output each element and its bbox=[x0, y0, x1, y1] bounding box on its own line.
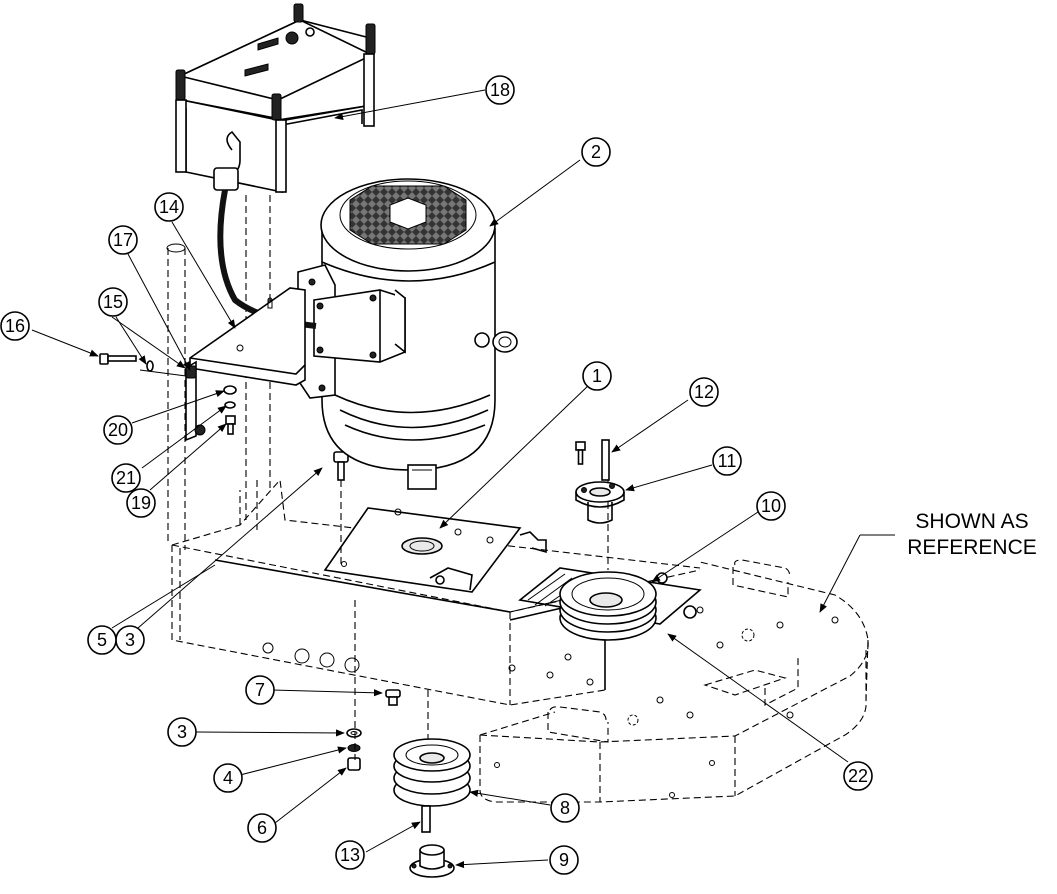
washers-20-21 bbox=[223, 385, 237, 409]
svg-text:3: 3 bbox=[125, 630, 135, 650]
washer-15 bbox=[139, 360, 187, 377]
svg-text:20: 20 bbox=[108, 420, 128, 440]
svg-text:2: 2 bbox=[591, 142, 601, 162]
callout-9: 9 bbox=[549, 845, 579, 875]
taper-bushing-11 bbox=[575, 481, 625, 524]
svg-text:10: 10 bbox=[761, 496, 781, 516]
pulley-8 bbox=[393, 738, 471, 807]
callout-6: 6 bbox=[247, 813, 277, 843]
bushing-9 bbox=[409, 844, 455, 878]
reference-note: SHOWN AS REFERENCE bbox=[907, 510, 1037, 559]
callout-21: 21 bbox=[111, 463, 141, 493]
lower-washer-3 bbox=[346, 728, 362, 738]
svg-text:21: 21 bbox=[116, 468, 136, 488]
callout-2: 2 bbox=[581, 137, 611, 167]
lock-washer-4 bbox=[347, 744, 361, 752]
hex-nut-6 bbox=[347, 757, 361, 771]
callout-4: 4 bbox=[213, 763, 243, 793]
motor-mount-plate bbox=[323, 507, 547, 593]
lower-bolt-7 bbox=[385, 689, 401, 706]
svg-text:3: 3 bbox=[177, 722, 187, 742]
callout-18: 18 bbox=[485, 75, 515, 105]
control-bracket bbox=[185, 287, 306, 442]
svg-text:4: 4 bbox=[223, 768, 233, 788]
callout-16: 16 bbox=[0, 311, 30, 341]
svg-text:6: 6 bbox=[257, 818, 267, 838]
key-13 bbox=[421, 805, 431, 833]
svg-text:18: 18 bbox=[490, 80, 510, 100]
reference-note-line-2: REFERENCE bbox=[907, 536, 1037, 559]
svg-text:15: 15 bbox=[103, 292, 123, 312]
svg-text:12: 12 bbox=[694, 382, 714, 402]
svg-text:7: 7 bbox=[255, 680, 265, 700]
callout-1: 1 bbox=[582, 361, 612, 391]
callout-8: 8 bbox=[550, 793, 580, 823]
svg-text:16: 16 bbox=[5, 316, 25, 336]
svg-text:14: 14 bbox=[159, 197, 179, 217]
callout-14: 14 bbox=[154, 192, 184, 222]
svg-text:13: 13 bbox=[340, 845, 360, 865]
callout-17: 17 bbox=[108, 225, 138, 255]
small-nut bbox=[656, 572, 697, 619]
reference-deck bbox=[479, 559, 869, 803]
bushing-bolt bbox=[575, 441, 586, 465]
svg-text:9: 9 bbox=[559, 850, 569, 870]
leader-lines bbox=[31, 89, 895, 869]
motor-junction-box bbox=[313, 289, 406, 363]
svg-text:1: 1 bbox=[592, 366, 602, 386]
drive-pulley-10 bbox=[559, 480, 657, 641]
callout-12: 12 bbox=[689, 377, 719, 407]
callout-3-frame: 3 bbox=[115, 625, 145, 655]
svg-text:8: 8 bbox=[560, 798, 570, 818]
svg-text:22: 22 bbox=[848, 766, 868, 786]
svg-text:19: 19 bbox=[131, 493, 151, 513]
callout-7: 7 bbox=[245, 675, 275, 705]
nut-17 bbox=[185, 365, 197, 379]
callout-13: 13 bbox=[335, 840, 365, 870]
mount-bolt bbox=[333, 451, 349, 565]
control-box bbox=[175, 3, 376, 193]
shaft-key-12 bbox=[601, 439, 610, 481]
svg-text:17: 17 bbox=[113, 230, 133, 250]
callout-3-lower: 3 bbox=[167, 717, 197, 747]
callout-10: 10 bbox=[756, 491, 786, 521]
callout-22: 22 bbox=[843, 761, 873, 791]
callout-5: 5 bbox=[87, 625, 117, 655]
bolt-19 bbox=[194, 415, 236, 436]
callout-15: 15 bbox=[98, 287, 128, 317]
bolt-16 bbox=[99, 353, 137, 365]
callout-19: 19 bbox=[126, 488, 156, 518]
callout-bubbles: 1 2 3 3 4 5 6 7 8 9 10 11 12 13 14 15 16… bbox=[0, 75, 873, 875]
callout-20: 20 bbox=[103, 415, 133, 445]
callout-11: 11 bbox=[712, 446, 742, 476]
svg-text:11: 11 bbox=[718, 451, 737, 471]
reference-note-line-1: SHOWN AS bbox=[915, 510, 1028, 533]
svg-text:5: 5 bbox=[97, 630, 107, 650]
